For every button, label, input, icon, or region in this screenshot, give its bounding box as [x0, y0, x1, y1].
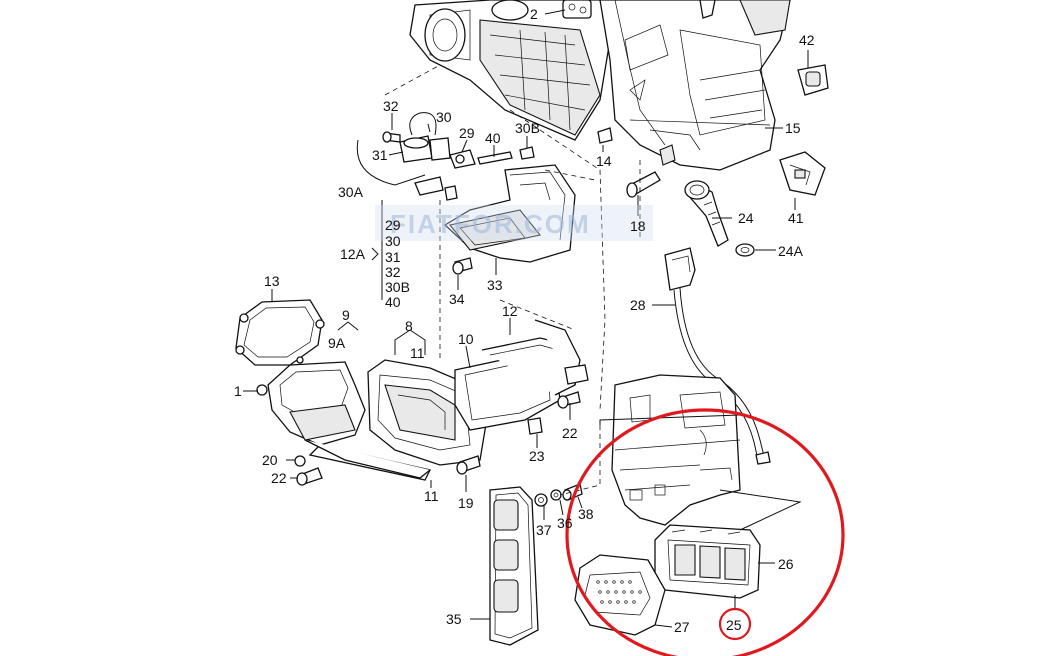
label-37: 37 — [536, 522, 552, 538]
flap-10-drawing — [454, 319, 589, 475]
label-25: 25 — [726, 617, 742, 633]
label-31: 31 — [372, 147, 388, 163]
heater-housing-drawing — [409, 0, 611, 141]
label-22-right: 22 — [562, 425, 578, 441]
hose-24-drawing — [684, 180, 729, 247]
cover-27-drawing — [574, 554, 666, 636]
label-9: 9 — [342, 307, 350, 323]
label-12: 12 — [502, 303, 518, 319]
grommet-24A-drawing — [735, 243, 755, 257]
group-label-29: 29 — [385, 217, 401, 233]
label-24: 24 — [738, 210, 754, 226]
label-11-upper: 11 — [410, 345, 425, 361]
label-38: 38 — [578, 506, 594, 522]
part-labels: 2 42 15 41 32 30 29 30B 40 31 14 30A 18 … — [234, 6, 815, 635]
frame-13-drawing — [235, 299, 325, 366]
label-29: 29 — [459, 125, 475, 141]
label-15: 15 — [785, 120, 801, 136]
group-label-31: 31 — [385, 249, 401, 265]
group-label-32: 32 — [385, 264, 401, 280]
resistor-41-drawing — [779, 151, 826, 196]
label-8: 8 — [405, 318, 413, 334]
vent-grille-35-drawing — [489, 486, 539, 646]
label-32: 32 — [383, 98, 399, 114]
label-11-lower: 11 — [424, 488, 439, 504]
label-26: 26 — [778, 556, 794, 572]
air-distribution-housing-drawing — [599, 0, 791, 171]
dash-panel-drawing — [611, 374, 741, 526]
label-18: 18 — [630, 218, 646, 234]
label-41: 41 — [788, 210, 804, 226]
screw-18-drawing — [626, 171, 661, 198]
label-34: 34 — [449, 291, 465, 307]
group-label-40: 40 — [385, 294, 401, 310]
label-13: 13 — [264, 273, 280, 289]
label-36: 36 — [557, 515, 573, 531]
label-19: 19 — [458, 495, 474, 511]
label-40: 40 — [485, 130, 501, 146]
duct-9-drawing — [256, 361, 431, 486]
label-35: 35 — [446, 611, 462, 627]
label-14: 14 — [596, 153, 612, 169]
group-label-30B: 30B — [385, 279, 410, 295]
label-23: 23 — [529, 448, 545, 464]
label-28: 28 — [630, 297, 646, 313]
label-10: 10 — [458, 331, 474, 347]
vent-26-drawing — [654, 524, 761, 599]
label-27: 27 — [674, 619, 690, 635]
label-24A: 24A — [778, 243, 804, 259]
highlight-circle — [565, 408, 845, 656]
watermark-band — [375, 205, 653, 241]
clip-14-drawing — [597, 127, 613, 144]
label-33: 33 — [487, 277, 503, 293]
label-20: 20 — [262, 452, 278, 468]
label-30A: 30A — [338, 184, 364, 200]
label-30: 30 — [436, 109, 452, 125]
label-1: 1 — [234, 383, 242, 399]
housing-33-drawing — [443, 164, 576, 275]
sensor-group-drawing — [356, 112, 535, 201]
watermark-text: FIATFOR.COM — [390, 209, 591, 239]
label-42: 42 — [799, 32, 815, 48]
clip-42-drawing — [797, 64, 829, 96]
label-12A: 12A — [340, 246, 366, 262]
label-9A: 9A — [328, 335, 346, 351]
assembly-lines — [384, 64, 802, 531]
label-22-left: 22 — [271, 470, 287, 486]
label-2: 2 — [530, 6, 538, 22]
leader-lines — [243, 9, 809, 628]
part-25-marker-circle — [718, 607, 752, 641]
group-label-30: 30 — [385, 233, 401, 249]
label-30B: 30B — [515, 120, 540, 136]
